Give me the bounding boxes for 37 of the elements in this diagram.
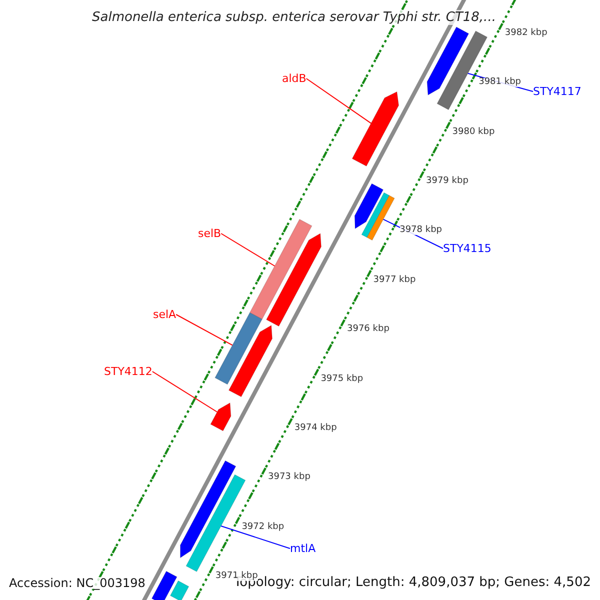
gene-feature: [426, 26, 470, 96]
leader-line: [152, 371, 218, 412]
tick-label: 3974 kbp: [294, 424, 337, 433]
leader-line: [220, 233, 276, 266]
gene-segment: [214, 312, 262, 385]
tick-label: 3980 kbp: [452, 128, 495, 137]
tick-label: 3975 kbp: [320, 374, 364, 384]
tick-label: 3981 kbp: [478, 78, 521, 88]
gene-label: STY4112: [104, 366, 152, 377]
gene-label: mtlA: [290, 543, 316, 554]
gene-label: selB: [198, 228, 222, 239]
gene-feature: [354, 183, 384, 230]
tick-label: 3982 kbp: [504, 28, 548, 38]
gene-segment: [361, 192, 390, 238]
tick-label: 3972 kbp: [242, 522, 284, 532]
tick-label: 3978 kbp: [400, 226, 442, 236]
gene-feature: [228, 324, 272, 398]
gene-segment: [249, 218, 312, 320]
gene-label: selA: [153, 309, 176, 320]
gene-feature: [210, 402, 232, 432]
leader-line: [306, 78, 372, 124]
tick-label: 3977 kbp: [373, 276, 416, 285]
gene-label: aldB: [282, 73, 306, 84]
leader-line: [176, 314, 233, 346]
tick-label: 3979 kbp: [426, 177, 468, 186]
accession-text: Accession: NC_003198: [9, 577, 146, 589]
gene-feature: [180, 460, 236, 558]
tick-label: 3973 kbp: [268, 473, 310, 482]
gene-label: STY4115: [443, 243, 492, 254]
gene-segment: [170, 580, 190, 600]
tick-label: 3976 kbp: [347, 325, 390, 334]
gene-segment: [366, 195, 395, 241]
gene-feature: [352, 91, 399, 166]
gene-segment: [151, 570, 178, 600]
leader-line: [220, 526, 290, 549]
gene-feature: [266, 233, 322, 327]
gene-label: STY4117: [533, 86, 582, 97]
